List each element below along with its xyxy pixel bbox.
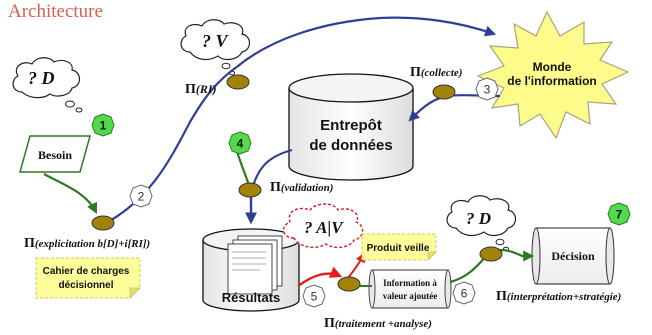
pi-label-validation: Π(validation) — [270, 180, 333, 195]
step-badge-5: 5 — [302, 284, 326, 308]
step-badge-4: 4 — [228, 131, 252, 155]
note-produit-label: Produit veille — [367, 243, 430, 254]
red-arrow-traitement — [297, 266, 343, 287]
info-valeur-scroll: Information à valeur ajoutée — [368, 269, 452, 309]
svg-text:7: 7 — [616, 208, 623, 222]
entrepot-label-line2: de données — [309, 137, 392, 154]
pi-label-explicitation: Π(explicitation b[D]+i[RI]) — [24, 236, 150, 251]
monde-information-burst: Monde de l'information — [476, 10, 630, 140]
pi-label-ri: Π(RI) — [185, 82, 217, 97]
node-explicitation — [91, 215, 115, 231]
green-curve-step4 — [234, 147, 252, 189]
step-badge-7: 7 — [607, 202, 631, 226]
info-label-line1: Information à — [383, 278, 437, 288]
step-badge-2: 2 — [129, 184, 153, 208]
svg-text:4: 4 — [237, 137, 244, 151]
note-cahier-charges: Cahier de charges décisionnel — [35, 257, 141, 299]
thought-text-av: ? A|V — [304, 218, 344, 237]
note-produit-veille: Produit veille — [361, 233, 437, 261]
blue-curve-main — [103, 16, 497, 225]
page-title: Architecture — [8, 1, 103, 22]
note-cahier-line2: décisionnel — [58, 280, 113, 291]
green-curve-besoin — [43, 173, 97, 214]
thought-text-d-right: ? D — [466, 209, 491, 228]
thought-bubble-v: ? V — [180, 19, 251, 76]
node-traitement — [337, 276, 361, 292]
node-validation — [238, 182, 262, 198]
node-ri — [226, 74, 250, 90]
monde-label-line2: de l'information — [507, 74, 597, 88]
resultats-database: Résultats — [202, 228, 300, 312]
pi-label-traitement: Π(traitement +analyse) — [324, 316, 432, 331]
entrepot-database: Entrepôt de données — [288, 73, 414, 181]
note-cahier-line1: Cahier de charges — [43, 266, 130, 277]
step-badge-1: 1 — [91, 113, 115, 137]
step-badge-3: 3 — [475, 77, 499, 101]
step-badge-6: 6 — [452, 281, 476, 305]
documents-stack-icon — [227, 235, 283, 295]
decision-scroll: Décision — [531, 227, 615, 285]
thought-bubble-av: ? A|V — [283, 203, 364, 249]
svg-text:1: 1 — [100, 119, 107, 133]
thought-text-v: ? V — [202, 31, 230, 51]
resultats-label: Résultats — [222, 290, 281, 305]
thought-text-d-top: ? D — [28, 68, 55, 88]
entrepot-label-line1: Entrepôt — [320, 117, 382, 134]
pi-label-interpretation: Π(interprétation+stratégie) — [496, 289, 621, 304]
svg-text:6: 6 — [461, 287, 468, 301]
thought-bubble-d-top: ? D — [12, 57, 83, 113]
node-collecte — [432, 84, 456, 100]
besoin-box: Besoin — [19, 135, 91, 173]
monde-label-line1: Monde — [533, 60, 572, 74]
info-label-line2: valeur ajoutée — [383, 291, 438, 301]
besoin-label: Besoin — [38, 148, 72, 162]
pi-label-collecte: Π(collecte) — [410, 65, 462, 80]
svg-text:2: 2 — [138, 190, 145, 204]
svg-text:3: 3 — [484, 83, 491, 97]
decision-label: Décision — [551, 249, 595, 263]
thought-bubble-d-right: ? D — [446, 195, 517, 252]
node-interpretation — [479, 246, 503, 262]
svg-text:5: 5 — [311, 290, 318, 304]
